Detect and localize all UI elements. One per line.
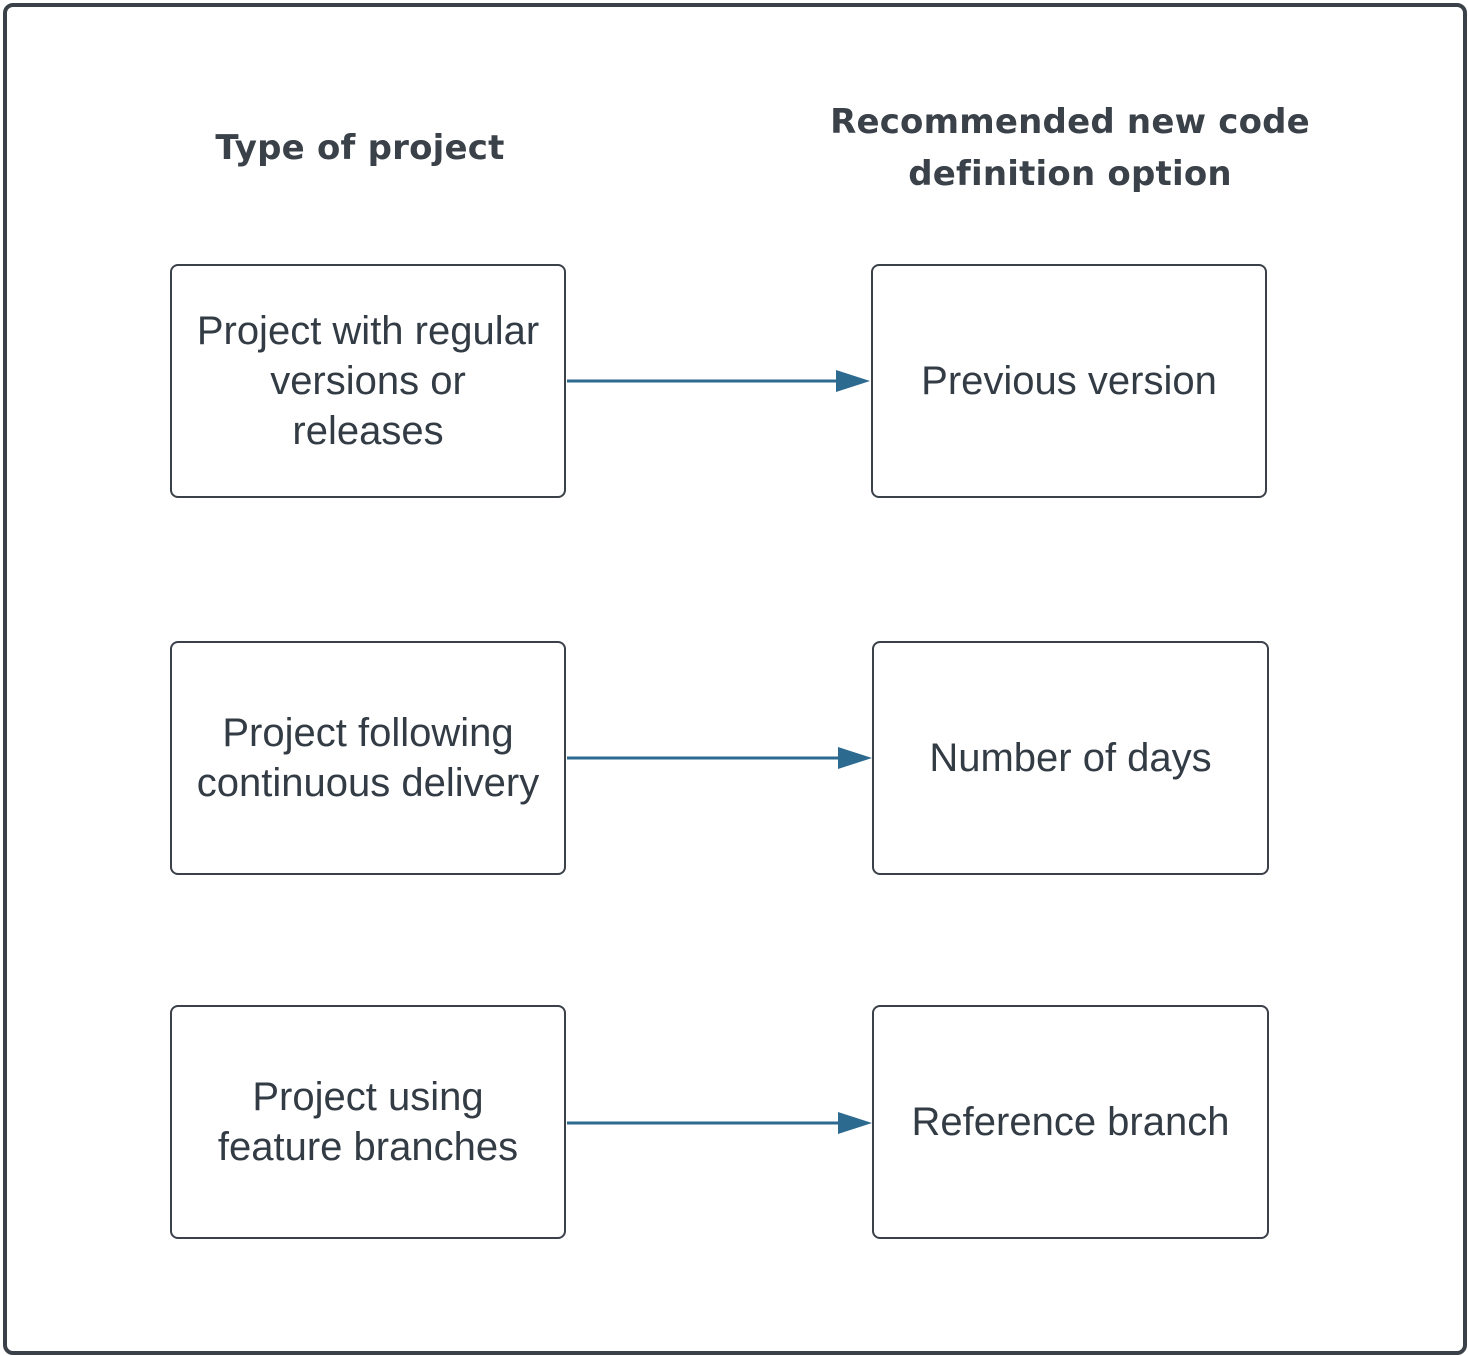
project-label: Project following continuous delivery [196, 711, 540, 805]
diagram-frame [3, 3, 1467, 1355]
project-label: Project with regular versions or release… [196, 309, 540, 453]
option-box-reference-branch: Reference branch [872, 1005, 1269, 1239]
project-box-feature-branches: Project using feature branches [170, 1005, 566, 1239]
option-box-previous-version: Previous version [871, 264, 1267, 498]
arrow-row-2 [567, 747, 872, 769]
arrow-row-1 [567, 370, 870, 392]
project-box-regular-versions: Project with regular versions or release… [170, 264, 566, 498]
heading-type-of-project: Type of project [215, 128, 505, 168]
option-label: Reference branch [911, 1100, 1230, 1144]
option-box-number-of-days: Number of days [872, 641, 1269, 875]
arrow-row-3 [567, 1112, 872, 1134]
heading-recommended-option: Recommended new code definition option [830, 102, 1310, 194]
project-label: Project using feature branches [217, 1075, 519, 1169]
option-label: Previous version [921, 359, 1217, 403]
project-box-continuous-delivery: Project following continuous delivery [170, 641, 566, 875]
option-label: Number of days [929, 736, 1212, 780]
